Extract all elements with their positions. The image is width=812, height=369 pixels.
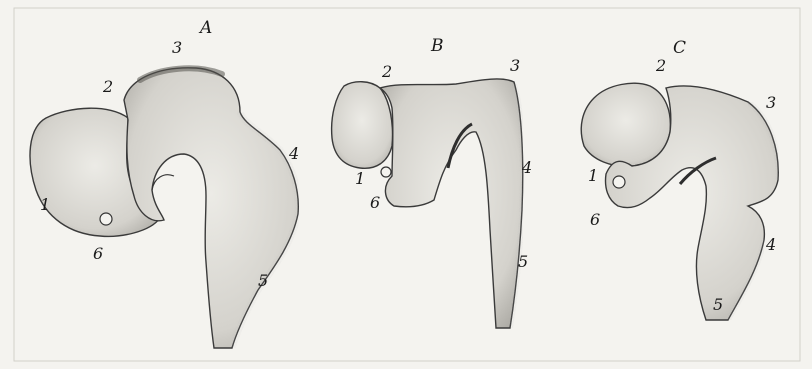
panel-b-forebrain — [332, 82, 393, 169]
panel-b-letter: B — [431, 38, 444, 55]
panel-b-label-4: 4 — [522, 160, 532, 176]
panel-c-label-1: 1 — [588, 168, 598, 184]
panel-b-optic-vesicle — [381, 167, 391, 177]
panel-a-optic-vesicle — [100, 213, 112, 225]
panel-a-tube — [124, 68, 298, 348]
panel-b-label-1: 1 — [355, 171, 365, 187]
panel-b-label-3: 3 — [510, 58, 520, 74]
panel-b-label-6: 6 — [370, 195, 380, 211]
panel-a-label-5: 5 — [258, 273, 268, 289]
panel-c-label-4: 4 — [766, 237, 776, 253]
panel-b-label-2: 2 — [382, 64, 392, 80]
panel-b-tube — [380, 79, 523, 328]
panel-a-label-6: 6 — [93, 246, 103, 262]
panel-c-label-2: 2 — [656, 58, 666, 74]
panel-c-label-5: 5 — [713, 297, 723, 313]
panel-a-drawing — [30, 68, 298, 348]
panel-b-label-5: 5 — [518, 254, 528, 270]
panel-c-drawing — [581, 83, 778, 320]
panel-c-label-6: 6 — [590, 212, 600, 228]
panel-c-optic-vesicle — [613, 176, 625, 188]
panel-a-label-1: 1 — [40, 197, 50, 213]
panel-b-drawing — [332, 79, 523, 328]
panel-c-letter: C — [673, 40, 686, 57]
panel-c-forebrain — [581, 83, 670, 166]
panel-a-label-2: 2 — [103, 79, 113, 95]
panel-c-label-3: 3 — [766, 95, 776, 111]
panel-a-letter: A — [200, 20, 212, 37]
panel-a-label-3: 3 — [172, 40, 182, 56]
panel-a-label-4: 4 — [289, 146, 299, 162]
